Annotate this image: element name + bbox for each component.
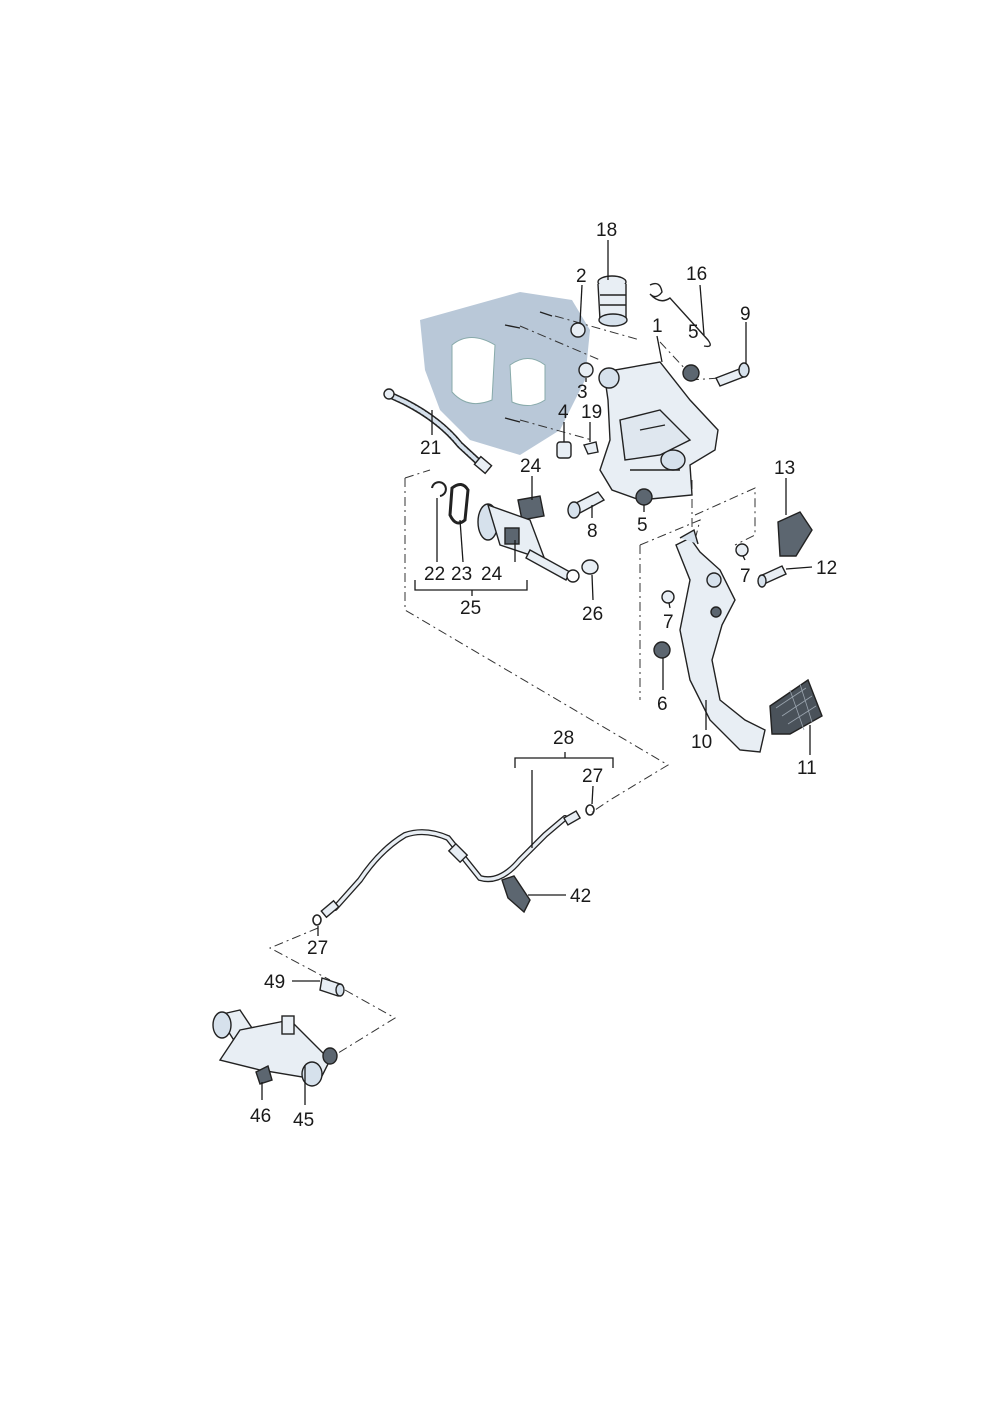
label-19: 19 xyxy=(581,402,602,423)
part-12-screw xyxy=(757,565,787,588)
label-7-upper: 7 xyxy=(740,566,751,587)
part-24-master-cylinder xyxy=(477,503,580,583)
label-6: 6 xyxy=(657,694,668,715)
label-46: 46 xyxy=(250,1106,271,1127)
label-2: 2 xyxy=(576,266,587,287)
part-4-bush xyxy=(556,441,572,459)
assembly-lines-lower xyxy=(268,927,396,1056)
label-27-upper: 27 xyxy=(582,766,603,787)
leader-lines xyxy=(261,240,813,1105)
label-18: 18 xyxy=(596,220,617,241)
label-28: 28 xyxy=(553,728,574,749)
part-7-bush-upper xyxy=(735,543,749,557)
assembly-lines-upper xyxy=(404,315,756,813)
label-25: 25 xyxy=(460,598,481,619)
part-10-clutch-pedal xyxy=(675,528,766,753)
part-24-cap xyxy=(517,495,545,521)
part-22-circlip xyxy=(431,481,447,497)
label-23: 23 xyxy=(451,564,472,585)
label-4: 4 xyxy=(558,402,569,423)
label-26: 26 xyxy=(582,604,603,625)
group-bracket-25 xyxy=(414,580,528,596)
part-46-bolt xyxy=(255,1064,273,1085)
label-21: 21 xyxy=(420,438,441,459)
part-49-bleeder-valve xyxy=(319,977,345,997)
label-13: 13 xyxy=(774,458,795,479)
part-27-o-ring-upper xyxy=(585,804,595,816)
part-18-spring-housing xyxy=(597,275,628,327)
group-bracket-28 xyxy=(514,752,614,768)
part-13-cover xyxy=(777,511,813,557)
label-7-lower: 7 xyxy=(663,612,674,633)
label-42: 42 xyxy=(570,886,591,907)
label-16: 16 xyxy=(686,264,707,285)
part-6-cap xyxy=(653,641,671,659)
label-3: 3 xyxy=(577,382,588,403)
part-19-clip xyxy=(583,441,599,455)
part-45-slave-cylinder xyxy=(212,1009,338,1087)
part-8-pivot-pin xyxy=(567,491,606,519)
label-45: 45 xyxy=(293,1110,314,1131)
label-24-cylinder: 24 xyxy=(481,564,503,585)
label-27-lower: 27 xyxy=(307,938,328,959)
label-10: 10 xyxy=(691,732,712,753)
label-5-upper: 5 xyxy=(688,322,699,343)
label-9: 9 xyxy=(740,304,751,325)
part-16-return-spring xyxy=(649,282,711,348)
label-22: 22 xyxy=(424,564,445,585)
part-5-nut-lower xyxy=(635,488,653,506)
label-1: 1 xyxy=(652,316,663,337)
label-5-lower: 5 xyxy=(637,515,648,536)
part-5-nut-upper xyxy=(682,364,700,382)
label-8: 8 xyxy=(587,521,598,542)
label-11: 11 xyxy=(797,758,817,779)
part-42-holder xyxy=(501,875,531,914)
part-labels: 18 2 16 1 9 5 3 4 19 21 24 13 8 5 22 23 … xyxy=(250,220,837,1131)
part-27-o-ring-lower xyxy=(312,914,322,926)
part-28-clutch-line xyxy=(320,810,582,919)
label-12: 12 xyxy=(816,558,837,579)
part-9-bolt xyxy=(715,362,750,387)
bulkhead-plate xyxy=(420,292,590,455)
part-26-ring xyxy=(581,559,599,575)
part-21-hose xyxy=(383,388,493,475)
part-1-pedal-bracket xyxy=(598,361,719,501)
part-23-seal xyxy=(448,483,470,525)
part-7-bush-lower xyxy=(661,590,675,604)
label-24-cap: 24 xyxy=(520,456,542,477)
part-3-bush xyxy=(578,362,594,378)
part-2-bush xyxy=(570,322,586,338)
part-11-pedal-pad xyxy=(769,678,823,735)
label-49: 49 xyxy=(264,972,285,993)
